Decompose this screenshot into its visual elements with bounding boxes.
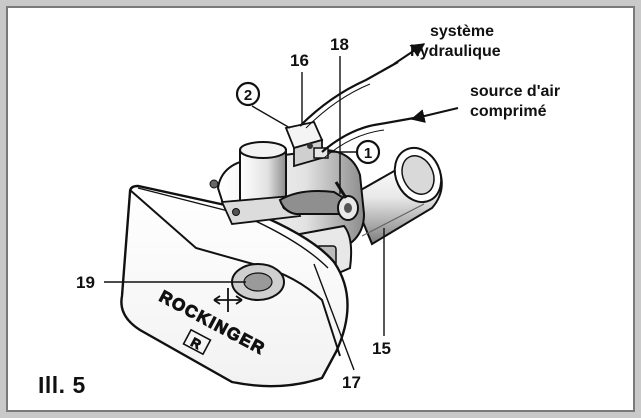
callout-15: 15: [372, 339, 391, 358]
rear-sleeve: [350, 146, 443, 246]
svg-text:système: système: [430, 23, 494, 40]
hydraulic-hose: [299, 61, 399, 129]
svg-text:hydraulique: hydraulique: [410, 43, 501, 60]
orientation-arrows-icon: [213, 288, 243, 312]
figure-label: Ill. 5: [38, 372, 86, 398]
callout-17: 17: [342, 373, 361, 392]
release-lever: [278, 181, 359, 221]
air-arrow: [410, 107, 459, 123]
circled-callout-1: 1: [355, 139, 381, 165]
callout-18: 18: [330, 35, 349, 54]
callout-19: 19: [76, 273, 95, 292]
callout-16: 16: [290, 51, 309, 70]
svg-text:comprimé: comprimé: [470, 103, 547, 120]
svg-text:source d'air: source d'air: [470, 83, 560, 100]
actuator-cylinder: [209, 141, 302, 225]
air-hose: [321, 116, 415, 159]
leader-lines: [104, 56, 385, 371]
air-annotation: source d'air comprimé: [470, 83, 560, 120]
coupling-funnel: [120, 184, 349, 388]
valve-block: [284, 120, 329, 168]
hydraulic-arrow: [393, 43, 426, 65]
svg-text:2: 2: [244, 87, 252, 104]
circled-callout-2: 2: [235, 81, 261, 107]
hydraulic-annotation: système hydraulique: [410, 23, 501, 60]
svg-text:1: 1: [364, 145, 372, 162]
